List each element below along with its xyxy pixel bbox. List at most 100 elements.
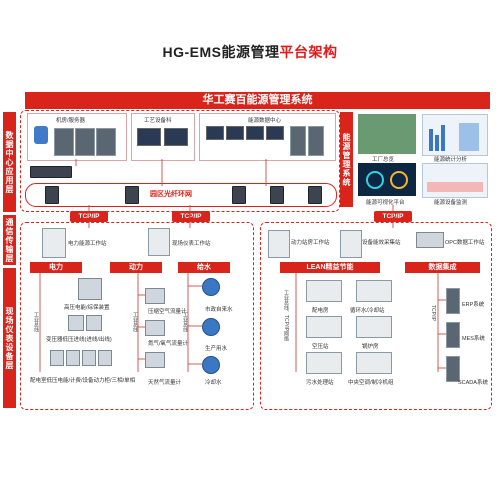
ring-switch-icon [45,186,59,204]
integ-tcp-label: TCP/IP [430,305,436,322]
low-meter-icon-2 [66,350,80,366]
energy-dc-box: 能源数据中心 [199,113,336,161]
bar-icon [429,129,433,151]
host-server-box: 机房/服务器 [27,113,127,161]
right-field-panel [260,222,492,410]
low-meter-icon-3 [82,350,96,366]
low-meter-icon-4 [98,350,112,366]
server-icon-3 [96,128,116,156]
erp-server-icon [446,288,460,314]
ring-switch-icon-5 [308,186,322,204]
tcp-pill: TCP/IP [70,211,108,222]
substation-image [306,280,342,302]
ring-net-path [25,183,337,207]
bar-icon-2 [435,135,439,151]
water-meter-icon [202,278,220,296]
boiler-image [356,316,392,338]
hv-meter-icon [78,278,102,300]
cool-tower-image [356,280,392,302]
prod-water-label: 生产用水 [205,346,228,352]
air-station-image [306,316,342,338]
opc-device [416,232,444,248]
power-station-label: 电力能源工作站 [68,241,107,247]
trans-label: 变压器低压进线(进线/出线) [46,337,112,343]
power-sub-label: 动力站房工作站 [291,240,330,246]
layer-ems: 能源管理系统 [340,112,353,207]
field-ws-cabinet [148,228,170,256]
energy-dc-label: 能源数据中心 [248,118,282,124]
gas-label: 天然气流量计 [148,380,182,386]
monitor-icon-5 [246,126,264,140]
tcp-pill-3: TCP/IP [374,211,412,222]
trans-meter-icon [68,315,84,331]
system-banner: 华工赛百能源管理系统 [25,92,490,109]
monitor-icon-4 [226,126,244,140]
hvac-image [356,352,392,374]
field-bus-label: 工业总线 [33,312,39,332]
hvac-label: 中央空调/制冷机组 [348,380,394,386]
visual-platform-image [358,163,416,196]
cool-tower-label: 循环水/冷却站 [350,308,385,314]
cat-power: 电力 [30,262,82,273]
air-station-label: 空压站 [312,344,329,350]
monitor-image [422,163,488,198]
gas-flowmeter-icon [145,352,165,368]
energy-stats-label: 能源统计分析 [434,157,468,163]
scada-label: SCADA系统 [458,380,488,386]
layer-comm: 通信传输层 [3,215,16,265]
ring-switch-icon-4 [270,186,284,204]
ring-net-label: 园区光纤环网 [150,191,192,198]
air-flowmeter-icon [145,288,165,304]
field-bus-label-2: 工业总线 [132,312,138,332]
chart-icon [459,123,479,151]
low-meter-icon [50,350,64,366]
gauge-icon-2 [390,171,408,189]
cool-water-label: 冷却水 [205,380,222,386]
n2-label: 氮气/氧气流量计 [148,341,189,347]
air-label: 压缩空气流量计 [148,309,187,315]
ems-panel: 工厂总览 能源统计分析 能源可视化平台 能源设备监测 [356,112,490,207]
scada-server-icon [446,356,460,382]
server-icon-4 [290,126,306,156]
cat-lean: LEAN精益节能 [280,262,380,273]
factory-view-image [358,114,416,154]
water-meter-icon-2 [202,318,220,336]
eff-collect-label: 设备能效采集站 [362,240,401,246]
power-station-cabinet [42,228,66,258]
field-ws-label: 现场仪表工作站 [172,241,211,247]
host-server-label: 机房/服务器 [56,118,86,124]
server-icon-2 [75,128,95,156]
lean-bus-label: 工业总线、TCP/IP网络 [283,290,289,342]
n2-flowmeter-icon [145,320,165,336]
server-icon [54,128,74,156]
title-highlight: 平台架构 [279,44,338,60]
ring-switch-icon-2 [125,186,139,204]
sewage-image [306,352,342,374]
bar-icon-3 [441,125,445,151]
layer-field: 现场仪表设备层 [3,268,16,408]
monitor-icon-6 [266,126,284,140]
erp-label: ERP系统 [462,302,485,308]
energy-stats-image [422,114,488,156]
substation-label: 配电房 [312,308,329,314]
sewage-label: 污水处理站 [306,380,334,386]
page-title: HG-EMS能源管理平台架构 [0,42,500,62]
tcp-pill-2: TCP/IP [172,211,210,222]
eff-collect-cabinet [340,230,362,258]
monitor-icon [137,128,161,146]
trans-meter-icon-2 [86,315,102,331]
process-eq-label: 工艺设备科 [144,118,172,124]
boiler-label: 锅炉房 [362,344,379,350]
power-sub-cabinet [268,230,290,258]
opc-label: OPC数据工作站 [445,240,485,246]
field-bus-label-3: 工业总线 [182,312,188,332]
monitor-icon-3 [206,126,224,140]
factory-view-label: 工厂总览 [372,157,395,163]
cat-data-integ: 数据集成 [405,262,480,273]
mes-label: MES系统 [462,336,485,342]
city-water-label: 市政自来水 [205,307,233,313]
cat-water: 给水 [178,262,230,273]
gauge-icon [366,171,384,189]
mes-server-icon [446,322,460,348]
layer-data-center: 数据中心应用层 [3,112,16,212]
